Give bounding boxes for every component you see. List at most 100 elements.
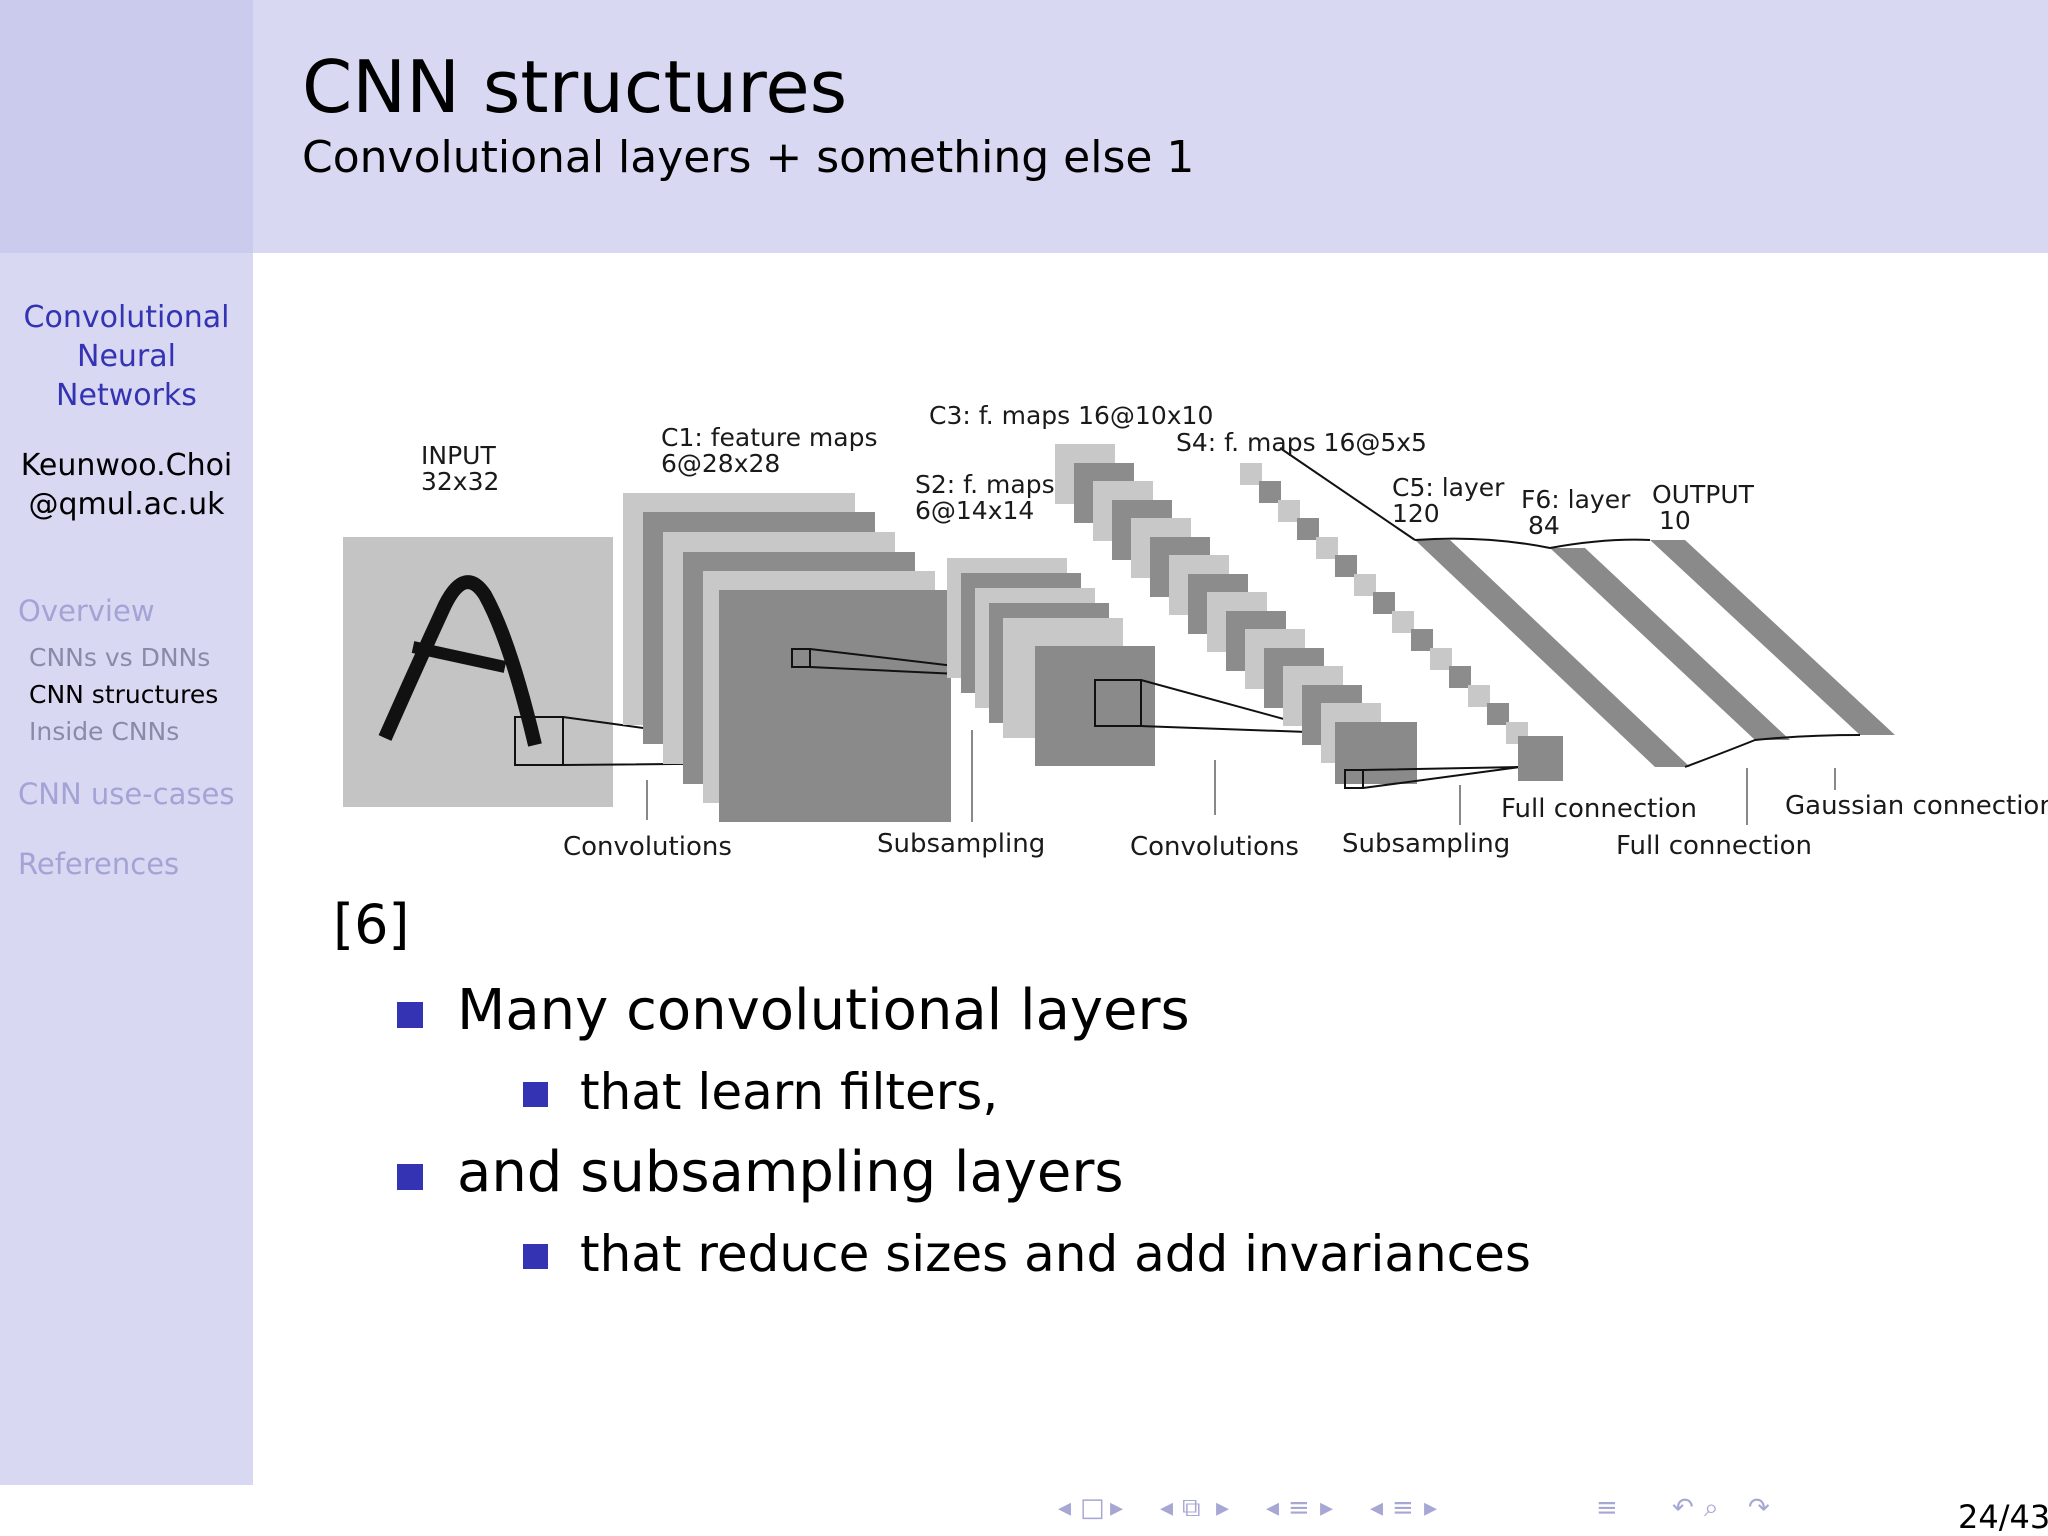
bullet-item: Many convolutional layers bbox=[397, 978, 1190, 1044]
nav-slide-icon[interactable]: □ bbox=[1080, 1493, 1105, 1523]
sidebar-author: Keunwoo.Choi @qmul.ac.uk bbox=[0, 446, 253, 524]
bullet-square-icon bbox=[523, 1244, 548, 1269]
nav-search-icon[interactable]: ⌕ bbox=[1704, 1493, 1719, 1523]
label-subsampling-1: Subsampling bbox=[877, 829, 1045, 859]
c3-map bbox=[1335, 722, 1417, 784]
f6-layer bbox=[1550, 548, 1790, 740]
connection-line bbox=[1414, 537, 1651, 550]
handwritten-a-bar bbox=[411, 641, 507, 673]
sub-bullet-item: that learn filters, bbox=[523, 1061, 999, 1123]
lenet-diagram: INPUT 32x32 C1: feature maps 6@28x28 S2:… bbox=[343, 401, 2048, 862]
bullet-square-icon bbox=[397, 1164, 423, 1190]
s4-map bbox=[1316, 537, 1338, 559]
s4-map bbox=[1411, 629, 1433, 651]
label-c1-size: 6@28x28 bbox=[661, 449, 780, 478]
nav-prev-slide-icon[interactable]: ◂ bbox=[1058, 1493, 1072, 1523]
label-output-size: 10 bbox=[1659, 506, 1691, 535]
s4-map bbox=[1297, 518, 1319, 540]
navigation-bar: ◂ □ ▸ ◂ ⧉ ▸ ◂ ≡ ▸ ◂ ≡ ▸ ≡ ↶ ⌕ ↷ bbox=[1058, 1490, 1788, 1526]
page-number: 24/43 bbox=[1958, 1498, 2048, 1536]
s4-map bbox=[1354, 574, 1376, 596]
connection-line bbox=[1684, 734, 1861, 768]
receptive-field-2 bbox=[791, 648, 811, 668]
c5-layer bbox=[1415, 540, 1690, 767]
sidebar-corner bbox=[0, 0, 253, 253]
sidebar-section-cnn-use-cases[interactable]: CNN use-cases bbox=[18, 777, 235, 811]
s4-map bbox=[1449, 666, 1471, 688]
label-output: OUTPUT bbox=[1652, 480, 1755, 509]
nav-frame-icon[interactable]: ⧉ bbox=[1182, 1493, 1201, 1523]
bullet-square-icon bbox=[523, 1082, 548, 1107]
label-c5: C5: layer bbox=[1392, 473, 1505, 502]
sidebar-subsection-cnn-structures[interactable]: CNN structures bbox=[29, 680, 219, 709]
label-c1: C1: feature maps bbox=[661, 423, 878, 452]
s4-map bbox=[1518, 736, 1563, 781]
bullet-square-icon bbox=[397, 1002, 423, 1028]
bullet-text: Many convolutional layers bbox=[457, 978, 1190, 1043]
s4-map bbox=[1240, 463, 1262, 485]
label-input: INPUT bbox=[421, 441, 496, 470]
bullet-text: and subsampling layers bbox=[457, 1140, 1124, 1205]
sidebar-author-line: @qmul.ac.uk bbox=[28, 487, 225, 522]
nav-prev-section-icon[interactable]: ◂ bbox=[1370, 1493, 1384, 1523]
nav-prev-subsection-icon[interactable]: ◂ bbox=[1266, 1493, 1280, 1523]
frame-header: CNN structures Convolutional layers + so… bbox=[253, 0, 2048, 253]
sidebar-presentation-title[interactable]: Convolutional Neural Networks bbox=[0, 298, 253, 415]
label-convolutions-2: Convolutions bbox=[1130, 832, 1299, 862]
receptive-field-1 bbox=[514, 716, 564, 766]
s4-map bbox=[1278, 500, 1300, 522]
nav-section-icon[interactable]: ≡ bbox=[1392, 1493, 1414, 1523]
nav-document-icon[interactable]: ≡ bbox=[1596, 1493, 1618, 1523]
label-c5-size: 120 bbox=[1392, 499, 1440, 528]
citation[interactable]: [6] bbox=[333, 893, 410, 956]
s4-map bbox=[1373, 592, 1395, 614]
frame-title: CNN structures bbox=[302, 45, 848, 129]
label-s4: S4: f. maps 16@5x5 bbox=[1176, 428, 1427, 457]
nav-next-section-icon[interactable]: ▸ bbox=[1424, 1493, 1438, 1523]
input-image bbox=[343, 537, 613, 807]
sidebar-title-line: Convolutional bbox=[23, 300, 230, 335]
label-s2-size: 6@14x14 bbox=[915, 496, 1034, 525]
lenet-architecture-figure: INPUT 32x32 C1: feature maps 6@28x28 S2:… bbox=[335, 390, 2048, 870]
handwritten-a-stroke bbox=[378, 575, 542, 747]
sub-bullet-item: that reduce sizes and add invariances bbox=[523, 1223, 1531, 1285]
label-input-size: 32x32 bbox=[421, 467, 499, 496]
nav-next-frame-icon[interactable]: ▸ bbox=[1216, 1493, 1230, 1523]
receptive-field-4 bbox=[1344, 769, 1364, 789]
sidebar-title-line: Neural bbox=[77, 339, 176, 374]
sidebar-title-line: Networks bbox=[56, 378, 197, 413]
nav-next-slide-icon[interactable]: ▸ bbox=[1110, 1493, 1124, 1523]
sidebar-section-overview[interactable]: Overview bbox=[18, 594, 155, 628]
sidebar: Convolutional Neural Networks Keunwoo.Ch… bbox=[0, 253, 253, 1485]
label-s2: S2: f. maps bbox=[915, 470, 1055, 499]
nav-next-subsection-icon[interactable]: ▸ bbox=[1320, 1493, 1334, 1523]
label-full-connection-2: Full connection bbox=[1616, 831, 1812, 861]
sidebar-subsection-inside-cnns[interactable]: Inside CNNs bbox=[29, 717, 180, 746]
s4-map bbox=[1259, 481, 1281, 503]
c1-map bbox=[719, 590, 951, 822]
label-f6-size: 84 bbox=[1528, 511, 1560, 540]
nav-prev-frame-icon[interactable]: ◂ bbox=[1160, 1493, 1174, 1523]
label-convolutions-1: Convolutions bbox=[563, 832, 732, 862]
label-full-connection-1: Full connection bbox=[1501, 794, 1697, 824]
nav-subsection-icon[interactable]: ≡ bbox=[1288, 1493, 1310, 1523]
s4-map bbox=[1392, 611, 1414, 633]
sub-bullet-text: that learn filters, bbox=[580, 1063, 999, 1121]
sidebar-subsection-cnns-vs-dnns[interactable]: CNNs vs DNNs bbox=[29, 643, 211, 672]
receptive-field-3 bbox=[1094, 679, 1142, 727]
frame-subtitle: Convolutional layers + something else 1 bbox=[302, 132, 1195, 183]
nav-forward-icon[interactable]: ↷ bbox=[1748, 1493, 1770, 1523]
connection-line bbox=[1279, 447, 1416, 541]
s4-map bbox=[1335, 555, 1357, 577]
s4-map bbox=[1487, 703, 1509, 725]
label-subsampling-2: Subsampling bbox=[1342, 829, 1510, 859]
sub-bullet-text: that reduce sizes and add invariances bbox=[580, 1225, 1531, 1283]
bullet-item: and subsampling layers bbox=[397, 1140, 1124, 1206]
label-f6: F6: layer bbox=[1521, 485, 1631, 514]
s4-map bbox=[1430, 648, 1452, 670]
sidebar-section-references[interactable]: References bbox=[18, 847, 180, 881]
nav-back-icon[interactable]: ↶ bbox=[1672, 1493, 1694, 1523]
output-layer bbox=[1650, 540, 1895, 735]
label-gaussian-connections: Gaussian connections bbox=[1785, 791, 2048, 821]
label-c3: C3: f. maps 16@10x10 bbox=[929, 401, 1213, 430]
